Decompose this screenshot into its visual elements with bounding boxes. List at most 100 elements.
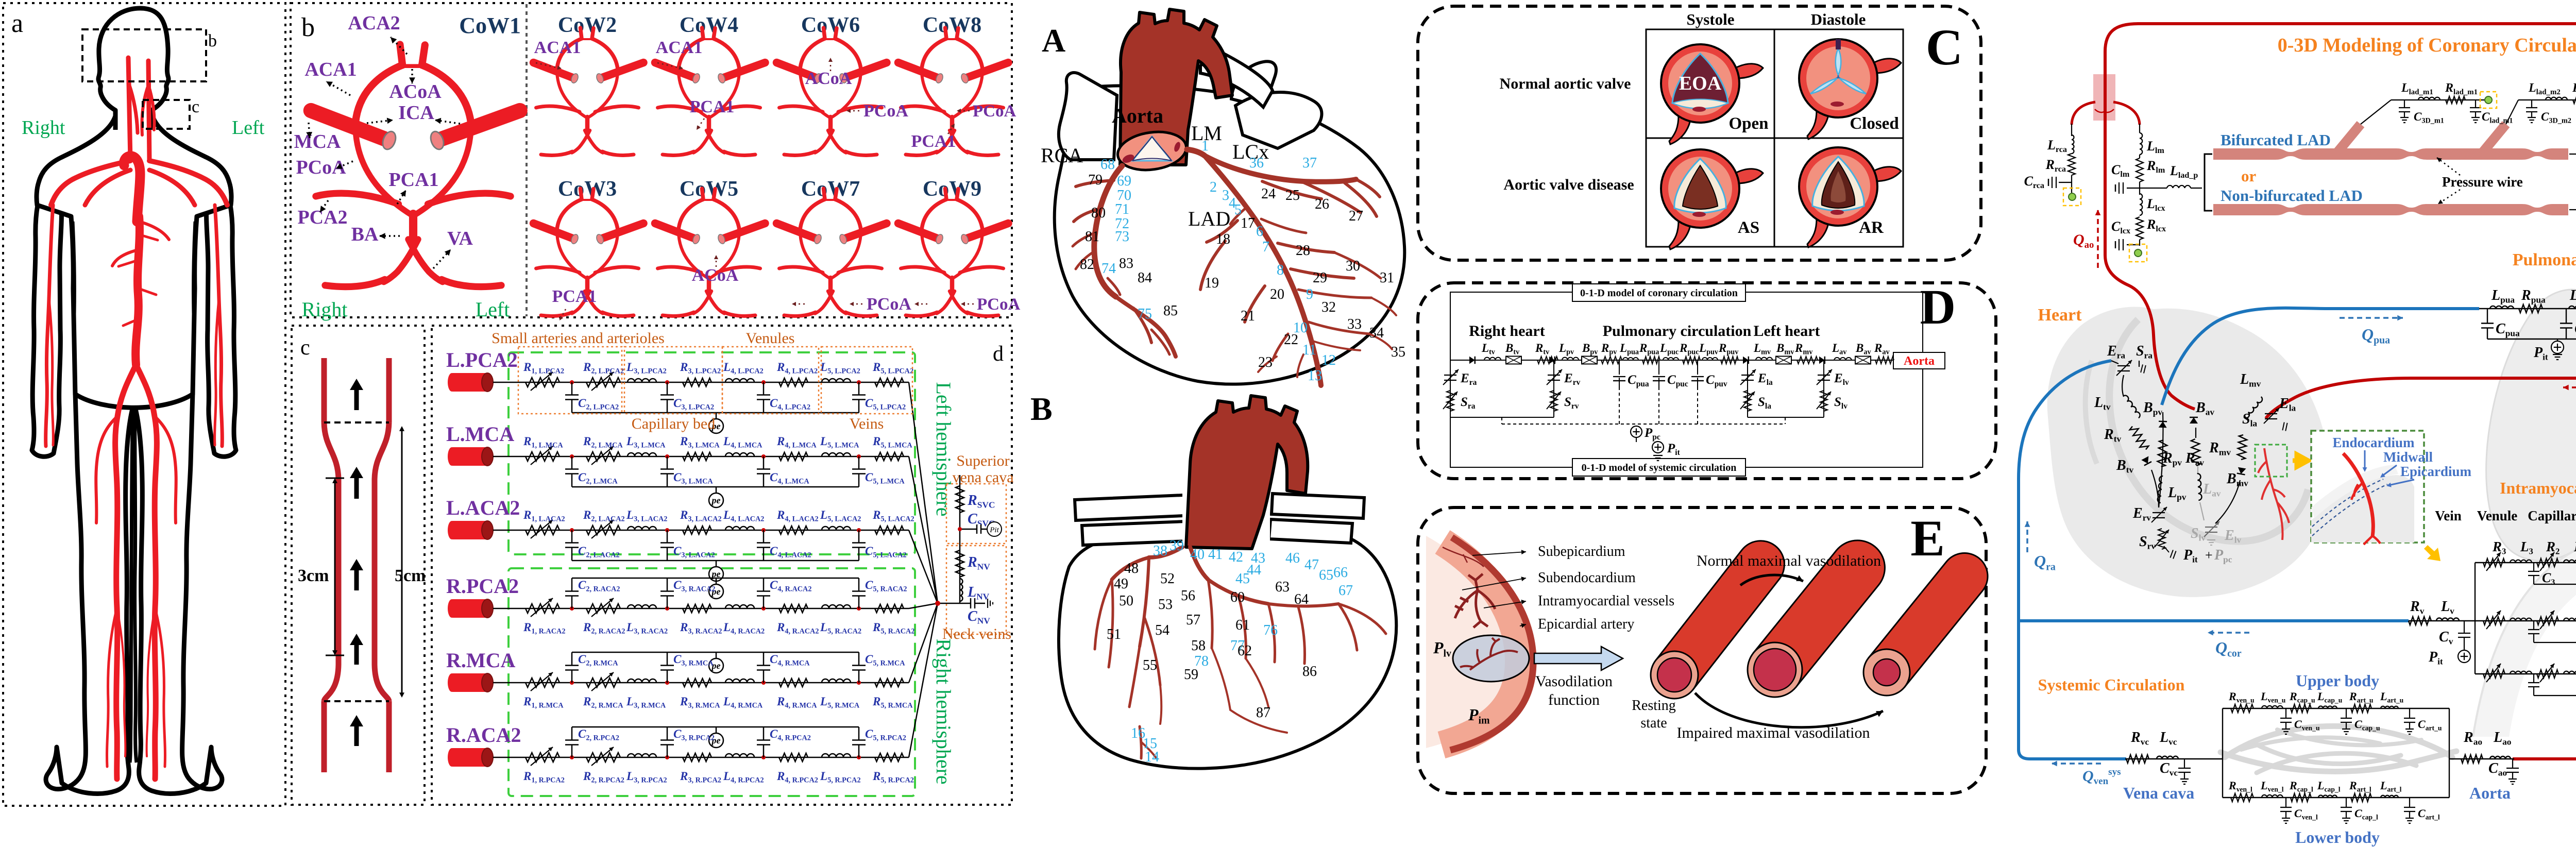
svg-text:Superior: Superior bbox=[956, 452, 1009, 469]
svg-text:Right: Right bbox=[22, 117, 65, 139]
svg-text:Qra: Qra bbox=[2034, 552, 2056, 572]
svg-text:21: 21 bbox=[1241, 308, 1255, 324]
svg-text:Lpuv: Lpuv bbox=[1699, 342, 1719, 357]
svg-text:Venules: Venules bbox=[746, 330, 795, 347]
svg-text:71: 71 bbox=[1115, 201, 1129, 217]
svg-text:ACA1: ACA1 bbox=[304, 59, 357, 80]
svg-text:Rtv: Rtv bbox=[2104, 427, 2121, 444]
svg-text:Lmv: Lmv bbox=[2240, 371, 2261, 389]
svg-text:2: 2 bbox=[1210, 179, 1217, 195]
svg-text:R4, R.MCA: R4, R.MCA bbox=[776, 695, 817, 710]
svg-text:48: 48 bbox=[1124, 561, 1139, 577]
svg-text:C2, L.PCA2: C2, L.PCA2 bbox=[578, 397, 619, 412]
svg-text:Rpuv: Rpuv bbox=[1718, 342, 1739, 357]
svg-text:CoW4: CoW4 bbox=[680, 13, 738, 37]
svg-text:Llad_p: Llad_p bbox=[2170, 163, 2198, 180]
svg-text:41: 41 bbox=[1208, 547, 1223, 563]
svg-text:c: c bbox=[300, 336, 310, 360]
svg-text:74: 74 bbox=[1101, 261, 1116, 277]
svg-text:Rpv: Rpv bbox=[2162, 450, 2182, 468]
svg-text:Ppc: Ppc bbox=[1644, 426, 1660, 442]
svg-text:Plv: Plv bbox=[1433, 638, 1451, 659]
svg-text:C2, L.MCA: C2, L.MCA bbox=[578, 471, 618, 486]
svg-text:59: 59 bbox=[1184, 667, 1198, 683]
svg-text:PCoA: PCoA bbox=[867, 295, 911, 314]
svg-text:35: 35 bbox=[1391, 344, 1405, 360]
svg-text:Erv: Erv bbox=[2132, 505, 2151, 523]
svg-text:c: c bbox=[192, 97, 199, 116]
svg-text:BA: BA bbox=[351, 224, 379, 245]
svg-text:39: 39 bbox=[1170, 538, 1184, 554]
svg-text:83: 83 bbox=[1119, 256, 1133, 272]
svg-text:R1, R.ACA2: R1, R.ACA2 bbox=[523, 621, 565, 636]
svg-text:65: 65 bbox=[1319, 567, 1333, 583]
svg-text:Lpv: Lpv bbox=[2167, 485, 2187, 502]
svg-text:C4, R.MCA: C4, R.MCA bbox=[770, 653, 810, 668]
svg-text:67: 67 bbox=[1338, 583, 1353, 599]
svg-text:75: 75 bbox=[1138, 306, 1152, 322]
svg-text:Diastole: Diastole bbox=[1811, 10, 1866, 28]
svg-text:R5, L.MCA: R5, L.MCA bbox=[872, 435, 912, 450]
svg-text:CoW5: CoW5 bbox=[680, 177, 738, 201]
svg-text:Srv: Srv bbox=[1564, 395, 1579, 411]
svg-text:b: b bbox=[301, 13, 315, 42]
svg-text:RNV: RNV bbox=[967, 554, 990, 572]
svg-text:Pit: Pit bbox=[2533, 345, 2548, 362]
svg-text:C3D_m1: C3D_m1 bbox=[2414, 110, 2444, 125]
svg-text:43: 43 bbox=[1251, 550, 1265, 566]
svg-text:Neck veins: Neck veins bbox=[942, 625, 1011, 642]
svg-text:L3, L.ACA2: L3, L.ACA2 bbox=[626, 509, 667, 523]
svg-text:R4, L.MCA: R4, L.MCA bbox=[776, 435, 817, 450]
svg-text:Normal maximal vasodilation: Normal maximal vasodilation bbox=[1697, 552, 1881, 569]
svg-text:R2, L.ACA2: R2, L.ACA2 bbox=[583, 509, 625, 523]
svg-text:17: 17 bbox=[1241, 215, 1255, 231]
svg-text:46: 46 bbox=[1285, 550, 1300, 566]
svg-text:AR: AR bbox=[1859, 218, 1884, 237]
svg-text:31: 31 bbox=[1380, 270, 1394, 286]
svg-text:53: 53 bbox=[1158, 597, 1173, 613]
svg-text:Rlm: Rlm bbox=[2146, 158, 2165, 175]
svg-text:3cm: 3cm bbox=[298, 566, 329, 585]
svg-text:state: state bbox=[1640, 715, 1667, 731]
svg-text:Cv: Cv bbox=[2439, 629, 2453, 647]
svg-text:79: 79 bbox=[1088, 172, 1103, 188]
svg-text:L5, R.PCA2: L5, R.PCA2 bbox=[820, 770, 861, 785]
svg-text:R4, R.ACA2: R4, R.ACA2 bbox=[776, 621, 819, 636]
svg-text:33: 33 bbox=[1347, 316, 1362, 332]
svg-text:C3, L.PCA2: C3, L.PCA2 bbox=[673, 397, 714, 412]
svg-text:Clm: Clm bbox=[2111, 162, 2130, 179]
svg-text:Llad_m2: Llad_m2 bbox=[2528, 81, 2561, 96]
svg-text:0-1-D model of coronary circul: 0-1-D model of coronary circulation bbox=[1580, 287, 1738, 299]
svg-text:68: 68 bbox=[1100, 157, 1115, 173]
svg-text:LM: LM bbox=[1191, 122, 1222, 145]
svg-text:PCA1: PCA1 bbox=[388, 169, 438, 191]
svg-text:R4, L.ACA2: R4, L.ACA2 bbox=[776, 509, 819, 523]
svg-text:Rmv: Rmv bbox=[2209, 440, 2231, 458]
svg-text:Crca: Crca bbox=[2024, 174, 2044, 190]
svg-text:C3, L.ACA2: C3, L.ACA2 bbox=[673, 545, 715, 560]
svg-text:57: 57 bbox=[1186, 612, 1200, 628]
svg-text:Lav: Lav bbox=[2202, 481, 2221, 499]
svg-text:ACoA: ACoA bbox=[692, 266, 739, 285]
svg-text:R5, R.MCA: R5, R.MCA bbox=[872, 695, 913, 710]
svg-text:C3, L.MCA: C3, L.MCA bbox=[673, 471, 713, 486]
svg-text:14: 14 bbox=[1145, 749, 1159, 765]
svg-text:60: 60 bbox=[1230, 589, 1245, 605]
svg-text:64: 64 bbox=[1294, 591, 1309, 607]
svg-text:Lcap_l: Lcap_l bbox=[2317, 779, 2341, 793]
svg-text:Cven_l: Cven_l bbox=[2294, 807, 2318, 821]
svg-text:Lower body: Lower body bbox=[2295, 828, 2380, 846]
svg-text:Lav: Lav bbox=[1832, 342, 1847, 357]
svg-text:Slv: Slv bbox=[1834, 395, 1848, 411]
svg-text:Capillary bed: Capillary bed bbox=[632, 415, 715, 432]
svg-text:Qvensys: Qvensys bbox=[2082, 767, 2121, 787]
svg-text:C5, L.ACA2: C5, L.ACA2 bbox=[865, 545, 907, 560]
svg-text:R.MCA: R.MCA bbox=[446, 649, 516, 672]
svg-text:C5, L.PCA2: C5, L.PCA2 bbox=[865, 397, 906, 412]
svg-text:Rlad_m1: Rlad_m1 bbox=[2445, 81, 2478, 96]
svg-text:Qpua: Qpua bbox=[2362, 325, 2390, 346]
svg-text:Lmv: Lmv bbox=[1753, 342, 1771, 357]
svg-text:7: 7 bbox=[1262, 239, 1269, 255]
svg-text:Bav: Bav bbox=[2195, 400, 2214, 417]
svg-text:Llad_m1: Llad_m1 bbox=[2401, 81, 2433, 96]
